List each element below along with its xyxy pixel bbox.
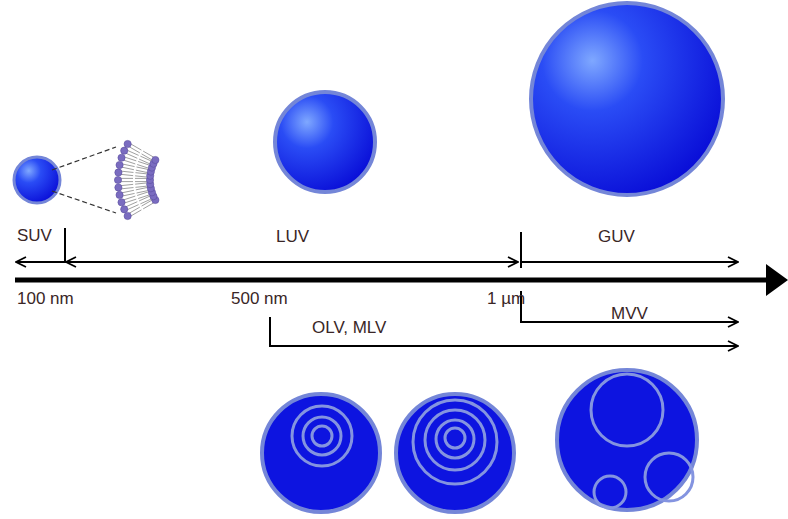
luv-sphere	[275, 92, 375, 192]
vesicle-type-label: LUV	[276, 228, 309, 245]
zoom-line	[52, 191, 116, 213]
lipid-bilayer	[114, 140, 159, 219]
scale-tick-label: 100 nm	[17, 290, 74, 307]
suv-sphere	[14, 157, 60, 203]
vesicle-type-label: SUV	[17, 227, 52, 244]
size-axis	[15, 278, 770, 283]
vesicle-type-label: GUV	[598, 228, 635, 245]
guv-sphere	[531, 3, 723, 195]
scale-tick-label: 500 nm	[231, 290, 288, 307]
mlv-vesicle	[396, 394, 514, 512]
vesicle-type-label: MVV	[611, 305, 648, 322]
olv-vesicle	[262, 394, 380, 512]
axis-arrowhead	[766, 264, 788, 296]
zoom-line	[52, 147, 116, 170]
scale-tick-label: 1 µm	[487, 290, 525, 307]
vesicle-type-label: OLV, MLV	[312, 319, 386, 336]
range-brackets	[16, 228, 738, 347]
mvv-vesicle	[557, 370, 697, 510]
